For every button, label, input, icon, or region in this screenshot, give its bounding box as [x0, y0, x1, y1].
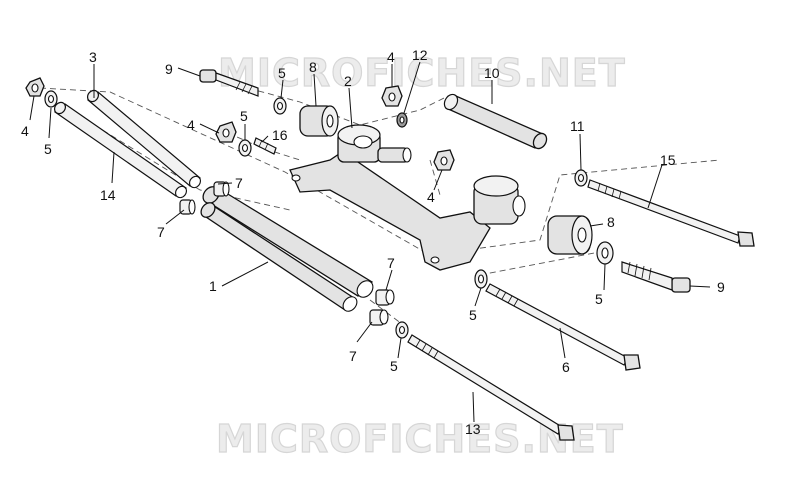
leader-lines: [29, 61, 711, 423]
callout-11: 11: [570, 118, 585, 134]
callout-9b: 9: [717, 279, 725, 295]
bushing-7d: [369, 309, 389, 326]
washer-5e: [474, 269, 488, 289]
washer-5c: [238, 139, 252, 157]
part-1-double-tube: [200, 186, 374, 312]
part-3-tube: [86, 89, 201, 189]
part-11-washer: [574, 169, 588, 187]
silent-block-8a: [299, 105, 339, 137]
part-6-bolt: [485, 283, 641, 371]
nut-4a: [25, 77, 45, 97]
part-2-swingarm-link: [289, 124, 526, 271]
nut-4d: [433, 149, 455, 171]
nut-4b: [215, 121, 237, 143]
part-4-nuts: [25, 77, 455, 171]
callout-4b: 4: [187, 117, 195, 133]
callout-5c: 5: [240, 108, 248, 124]
callout-8b: 8: [607, 214, 615, 230]
callout-5a: 5: [44, 141, 52, 157]
callout-12: 12: [412, 47, 428, 63]
bushing-7a: [213, 181, 230, 197]
callout-5f: 5: [390, 358, 398, 374]
silent-block-8b: [547, 215, 593, 255]
part-7-bushings: [179, 181, 395, 326]
callout-6: 6: [562, 359, 570, 375]
callout-7d: 7: [349, 348, 357, 364]
callout-9a: 9: [165, 61, 173, 77]
callout-1: 1: [209, 278, 217, 294]
callout-15: 15: [660, 152, 676, 168]
callout-16: 16: [272, 127, 288, 143]
nut-4c: [381, 85, 403, 107]
part-10-pin: [443, 93, 548, 150]
part-15-bolt: [587, 179, 755, 247]
callout-14: 14: [100, 187, 116, 203]
callout-4c: 4: [387, 49, 395, 65]
part-9-screws: [199, 69, 691, 293]
callout-3: 3: [89, 49, 97, 65]
callout-5d: 5: [595, 291, 603, 307]
callout-13: 13: [465, 421, 481, 437]
callout-5e: 5: [469, 307, 477, 323]
callout-8a: 8: [309, 59, 317, 75]
callout-labels: 3 4 5 14 9 5 8 2 4 12 10 4 5 16 4 11 15 …: [21, 47, 725, 437]
part-8-silent-blocks: [299, 105, 593, 255]
washer-5b: [273, 97, 287, 115]
callout-4a: 4: [21, 123, 29, 139]
part-12-washer: [396, 112, 408, 128]
bushing-7c: [375, 289, 395, 306]
callout-10: 10: [484, 65, 500, 81]
part-5-washers: [44, 90, 614, 339]
part-14-tube: [53, 101, 188, 199]
washer-5d: [596, 241, 614, 265]
part-13-bolt: [407, 334, 575, 441]
washer-5a: [44, 90, 58, 108]
callout-7c: 7: [387, 255, 395, 271]
part-16-fitting: [253, 137, 277, 155]
callout-7a: 7: [235, 175, 243, 191]
washer-5f: [395, 321, 409, 339]
callout-4d: 4: [427, 189, 435, 205]
watermark-top: MICROFICHES.NET: [218, 51, 626, 95]
callout-7b: 7: [157, 224, 165, 240]
screw-9a: [199, 69, 259, 97]
screw-9b: [621, 261, 691, 293]
callout-2: 2: [344, 73, 352, 89]
callout-5b: 5: [278, 65, 286, 81]
